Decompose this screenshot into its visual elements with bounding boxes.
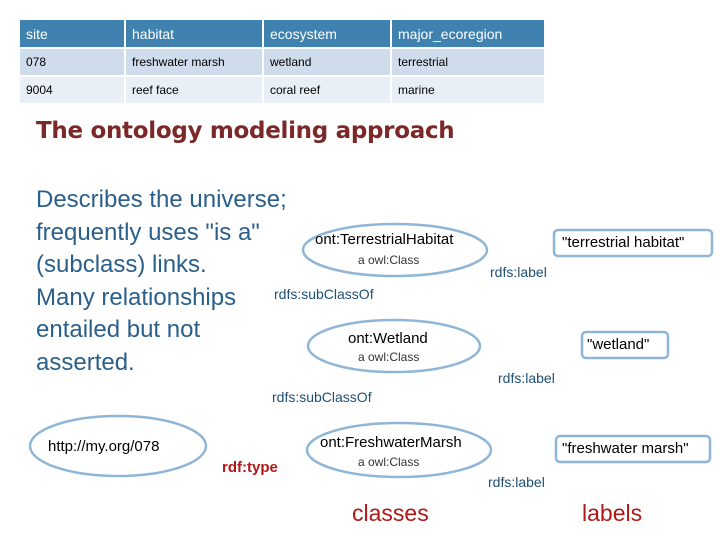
description-line: Describes the universe; xyxy=(36,186,287,213)
node-type: a owl:Class xyxy=(358,350,420,364)
table-cell: 078 xyxy=(20,49,124,75)
description-line: frequently uses "is a" xyxy=(36,218,260,246)
table-cell: coral reef xyxy=(264,77,390,103)
description-line: (subclass) links. xyxy=(36,251,207,278)
table-cell: terrestrial xyxy=(392,49,544,75)
literal-box-terrestrial xyxy=(552,228,714,258)
table-cell: 9004 xyxy=(20,77,124,103)
table-cell: reef face xyxy=(126,77,262,103)
column-header: ecosystem xyxy=(264,20,390,47)
column-header: site xyxy=(20,20,124,47)
column-header: major_ecoregion xyxy=(392,20,544,47)
table-cell: marine xyxy=(392,77,544,103)
edge-label-rdf-type: rdf:type xyxy=(222,459,278,476)
description-line: asserted. xyxy=(36,348,135,376)
instance-node-name: http://my.org/078 xyxy=(48,438,160,455)
literal-box-wetland xyxy=(580,330,670,360)
classes-caption: classes xyxy=(352,500,429,526)
description-line: entailed but not xyxy=(36,316,201,343)
node-name: ont:TerrestrialHabitat xyxy=(315,231,454,248)
literal-box-freshwater xyxy=(554,434,712,464)
node-type: a owl:Class xyxy=(358,253,420,267)
labels-caption: labels xyxy=(582,500,643,526)
table-row: 9004 reef face coral reef marine xyxy=(20,77,544,103)
node-wetland xyxy=(306,318,482,374)
node-freshwater-marsh xyxy=(305,421,493,479)
section-heading: The ontology modeling approach xyxy=(36,118,455,144)
node-name: ont:FreshwaterMarsh xyxy=(320,434,462,451)
table-cell: freshwater marsh xyxy=(126,49,262,75)
node-name: ont:Wetland xyxy=(348,330,428,347)
table-cell: wetland xyxy=(264,49,390,75)
literal-text: "freshwater marsh" xyxy=(562,440,689,457)
edge-label-rdfs-label: rdfs:label xyxy=(498,370,555,386)
table-row: 078 freshwater marsh wetland terrestrial xyxy=(20,49,544,75)
node-terrestrial-habitat xyxy=(301,222,489,278)
data-table: site habitat ecosystem major_ecoregion 0… xyxy=(18,18,546,105)
description-text: Describes the universe; frequently uses … xyxy=(36,184,326,379)
node-instance xyxy=(28,414,208,478)
edge-label-subclass: rdfs:subClassOf xyxy=(274,286,374,302)
edge-label-subclass: rdfs:subClassOf xyxy=(272,389,372,405)
literal-text: "wetland" xyxy=(587,336,650,353)
table-header-row: site habitat ecosystem major_ecoregion xyxy=(20,20,544,47)
node-type: a owl:Class xyxy=(358,455,420,469)
description-line: Many relationships xyxy=(36,283,237,311)
edge-label-rdfs-label: rdfs:label xyxy=(490,264,547,280)
column-header: habitat xyxy=(126,20,262,47)
literal-text: "terrestrial habitat" xyxy=(562,234,685,251)
edge-label-rdfs-label: rdfs:label xyxy=(488,474,545,490)
